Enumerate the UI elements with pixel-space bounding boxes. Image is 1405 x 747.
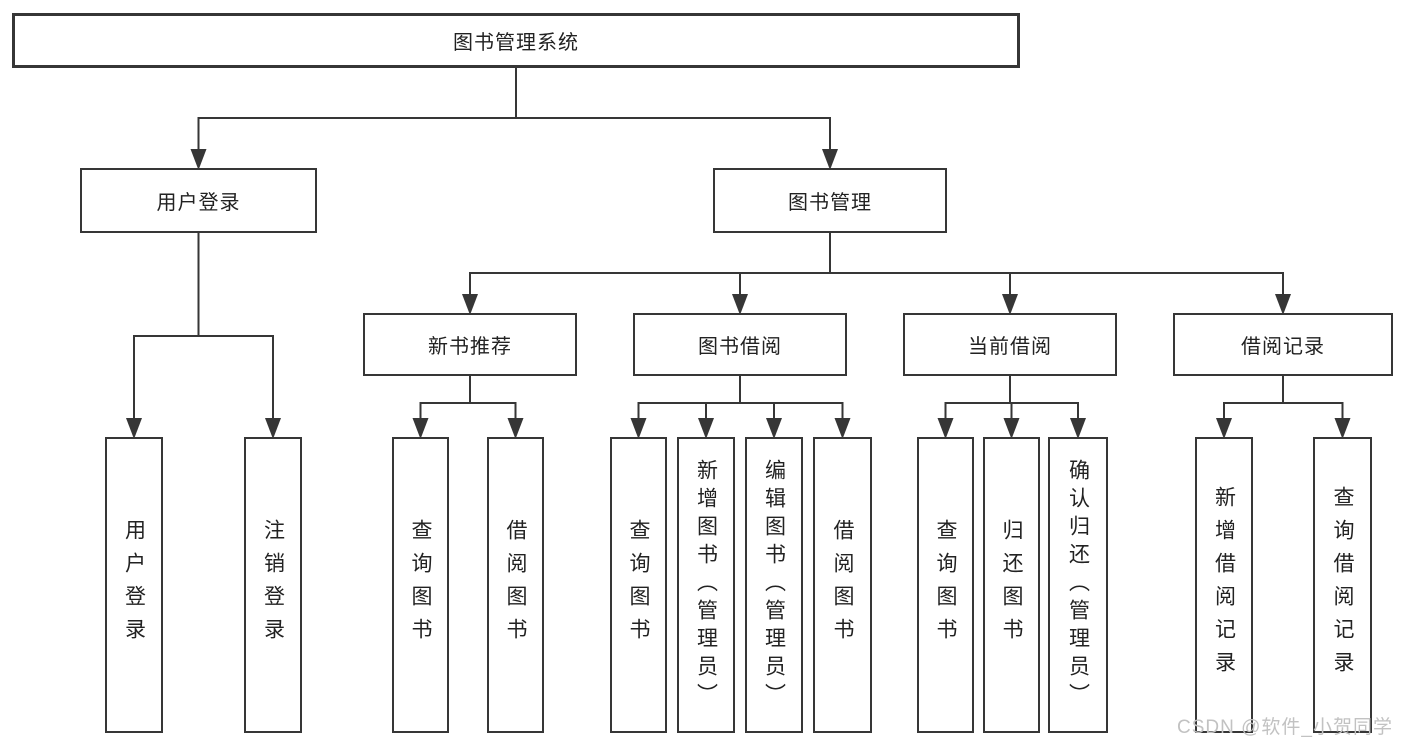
node-label: 新书推荐: [428, 336, 512, 358]
node-label: 查询借阅记录: [1331, 486, 1354, 684]
node-label: 当前借阅: [968, 336, 1052, 358]
node-user-login: 用户登录: [80, 168, 317, 233]
arrowhead-icon: [1003, 418, 1020, 439]
node-leaf-user-login: 用户登录: [105, 437, 163, 733]
node-label: 新增借阅记录: [1212, 486, 1236, 684]
node-label: 确认归还（管理员）: [1066, 459, 1090, 711]
arrowhead-icon: [937, 418, 954, 439]
node-borrow-record: 借阅记录: [1173, 313, 1393, 376]
arrowhead-icon: [630, 418, 647, 439]
node-label: 借阅图书: [504, 519, 527, 651]
node-new-book: 新书推荐: [363, 313, 577, 376]
arrowhead-icon: [507, 418, 524, 439]
arrowhead-icon: [462, 294, 478, 315]
node-label: 查询图书: [627, 519, 650, 651]
node-cb-confirm: 确认归还（管理员）: [1048, 437, 1108, 733]
arrowhead-icon: [126, 418, 142, 439]
node-br-add: 新增借阅记录: [1195, 437, 1253, 733]
node-label: 注销登录: [261, 519, 285, 651]
arrowhead-icon: [822, 149, 838, 170]
arrowhead-icon: [766, 418, 782, 439]
node-bb-query: 查询图书: [610, 437, 667, 733]
arrowhead-icon: [1002, 294, 1018, 315]
node-label: 用户登录: [156, 192, 241, 214]
node-label: 编辑图书（管理员）: [762, 459, 786, 711]
arrowhead-icon: [1216, 418, 1232, 439]
node-leaf-logout: 注销登录: [244, 437, 302, 733]
node-label: 查询图书: [409, 519, 432, 651]
node-nb-query: 查询图书: [392, 437, 449, 733]
arrowhead-icon: [412, 418, 429, 439]
node-label: 图书管理: [788, 192, 872, 214]
arrowhead-icon: [834, 418, 851, 439]
node-label: 借阅记录: [1241, 336, 1325, 358]
arrowhead-icon: [265, 418, 281, 439]
node-book-borrow: 图书借阅: [633, 313, 847, 376]
arrowhead-icon: [1070, 418, 1086, 439]
node-cb-return: 归还图书: [983, 437, 1040, 733]
node-cb-query: 查询图书: [917, 437, 974, 733]
node-label: 借阅图书: [831, 519, 854, 651]
node-label: 图书借阅: [698, 336, 782, 358]
node-label: 归还图书: [1000, 519, 1023, 651]
arrowhead-icon: [190, 149, 207, 170]
watermark: CSDN @软件_小贺同学: [1177, 717, 1393, 738]
arrowhead-icon: [1334, 418, 1351, 439]
arrowhead-icon: [1275, 294, 1291, 315]
node-br-query: 查询借阅记录: [1313, 437, 1372, 733]
node-bb-edit: 编辑图书（管理员）: [745, 437, 803, 733]
node-nb-borrow: 借阅图书: [487, 437, 544, 733]
node-label: 查询图书: [934, 519, 957, 651]
node-label: 新增图书（管理员）: [694, 459, 718, 711]
node-bb-add: 新增图书（管理员）: [677, 437, 735, 733]
node-root: 图书管理系统: [12, 13, 1020, 68]
node-book-manage: 图书管理: [713, 168, 947, 233]
node-current-borrow: 当前借阅: [903, 313, 1117, 376]
arrowhead-icon: [698, 418, 714, 439]
node-bb-borrow: 借阅图书: [813, 437, 872, 733]
node-label: 用户登录: [122, 519, 146, 651]
node-label: 图书管理系统: [453, 32, 579, 54]
arrowhead-icon: [732, 294, 748, 315]
